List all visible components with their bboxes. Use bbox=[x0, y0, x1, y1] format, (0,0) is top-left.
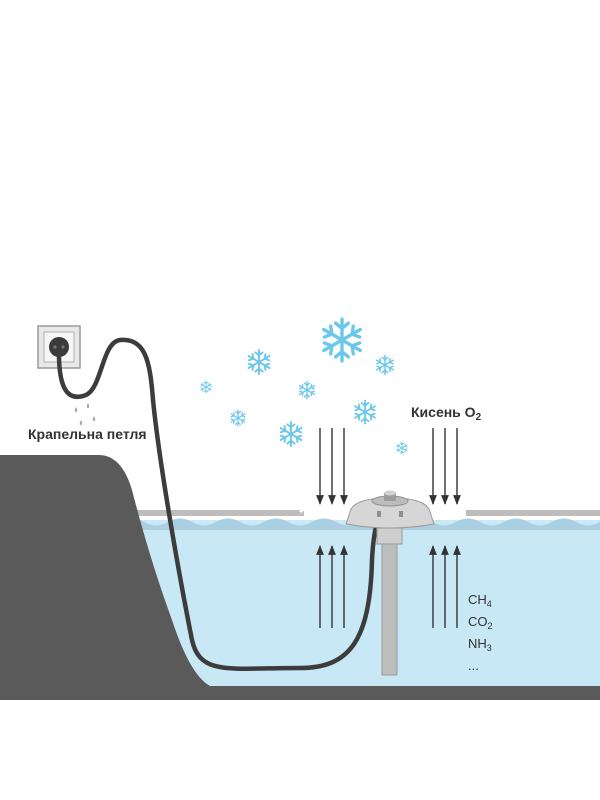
drip-loop-label: Крапельна петля bbox=[28, 426, 147, 442]
snowflake-icon bbox=[230, 409, 246, 427]
water-drop-icon bbox=[74, 403, 96, 426]
snowflake-icon bbox=[354, 399, 376, 425]
emitted-gases-list: CH4 CO2 NH3 ... bbox=[468, 591, 493, 679]
snowflake-icon bbox=[247, 349, 271, 375]
power-cable bbox=[56, 337, 381, 671]
pond-bank bbox=[0, 455, 600, 700]
gas-formula: CO bbox=[468, 614, 488, 629]
gas-arrows-right bbox=[429, 545, 461, 628]
ice-layer-left bbox=[128, 510, 304, 516]
gas-formula: ... bbox=[468, 658, 479, 673]
gas-item: ... bbox=[468, 657, 493, 679]
floating-aerator-device bbox=[299, 490, 454, 676]
oxygen-label: Кисень O2 bbox=[411, 404, 481, 423]
snowflake-icon bbox=[279, 421, 303, 447]
snowflake-icon bbox=[322, 317, 362, 363]
oxygen-arrows-right bbox=[429, 428, 461, 505]
gas-item: CH4 bbox=[468, 591, 493, 613]
snowflake-icon bbox=[375, 354, 395, 376]
snowflake-icon bbox=[200, 380, 212, 394]
oxygen-label-text: Кисень O bbox=[411, 404, 476, 420]
ice-layer-right bbox=[466, 510, 600, 516]
oxygen-label-subscript: 2 bbox=[475, 412, 482, 423]
snowflake-icon bbox=[298, 380, 316, 400]
gas-item: CO2 bbox=[468, 613, 493, 635]
gas-subscript: 2 bbox=[487, 621, 493, 631]
gas-formula: NH bbox=[468, 636, 487, 651]
oxygen-arrows-left bbox=[316, 428, 348, 505]
gas-subscript: 3 bbox=[486, 643, 492, 653]
gas-item: NH3 bbox=[468, 635, 493, 657]
water-body bbox=[120, 520, 600, 690]
gas-arrows-left bbox=[316, 545, 348, 628]
gas-subscript: 4 bbox=[486, 599, 492, 609]
gas-formula: CH bbox=[468, 592, 487, 607]
snowflake-icon bbox=[396, 441, 408, 455]
